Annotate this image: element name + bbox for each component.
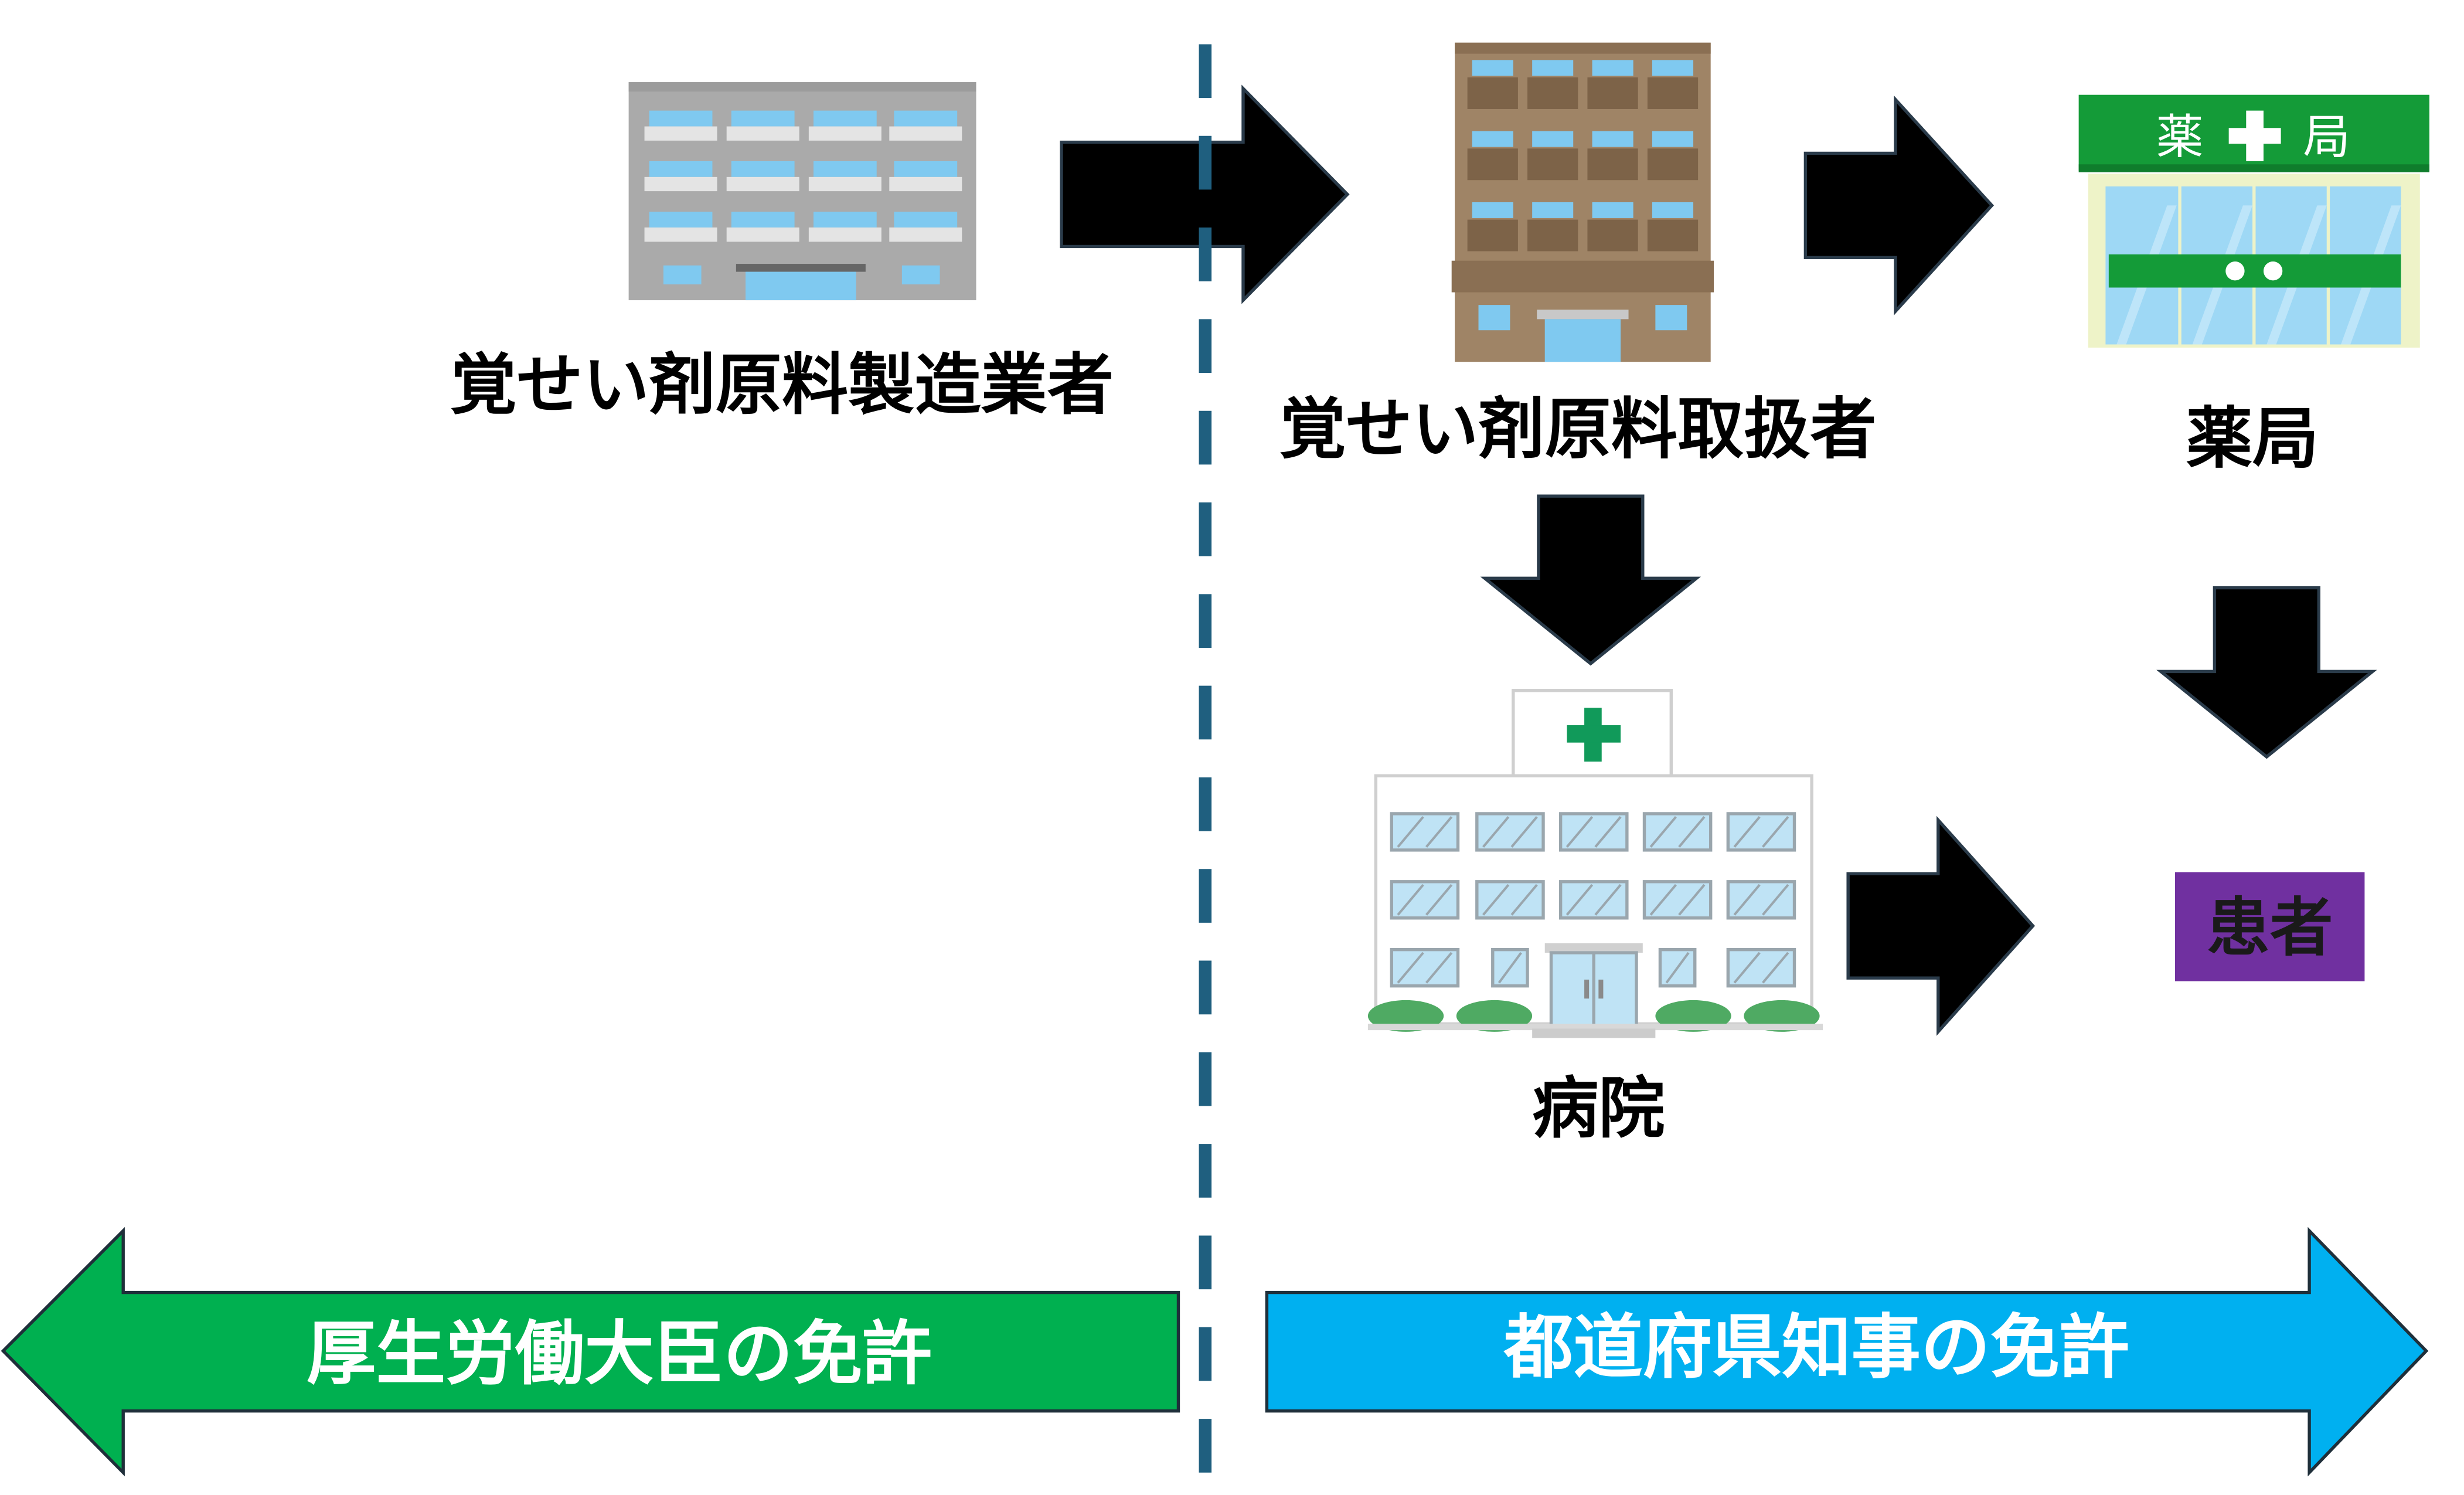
pharmacy-sign-right: 局	[2303, 110, 2350, 165]
brown-office-building-icon	[1451, 42, 1714, 362]
hospital-building-icon	[1367, 689, 1823, 1038]
pharmacy-cross-icon	[2228, 110, 2281, 161]
pharmacy-label: 薬局	[2186, 400, 2319, 477]
pharmacy-sign-left: 薬	[2156, 110, 2204, 165]
manufacturer-label: 覚せい剤原料製造業者	[450, 346, 1114, 423]
patient-box	[2175, 872, 2365, 981]
arrow-hospital-to-patient	[1846, 816, 2036, 1036]
prefectural-license-label: 都道府県知事の免許	[1503, 1307, 2129, 1388]
factory-building-icon	[628, 82, 976, 301]
hospital-label: 病院	[1532, 1070, 1665, 1147]
pharmacy-storefront-icon: 薬 局	[2078, 94, 2429, 348]
handler-label: 覚せい剤原料取扱者	[1279, 390, 1877, 468]
arrow-manufacturer-to-handler	[1060, 84, 1350, 304]
hospital-cross-icon	[1567, 708, 1621, 762]
prefectural-license-band	[1265, 1226, 2429, 1477]
arrow-handler-to-hospital	[1480, 494, 1701, 666]
patient-label: 患者	[2207, 892, 2333, 965]
national-license-label: 厚生労働大臣の免許	[307, 1313, 932, 1394]
arrow-handler-to-pharmacy	[1803, 95, 1995, 315]
national-license-band	[1, 1226, 1180, 1477]
arrow-pharmacy-to-patient	[2156, 586, 2377, 759]
